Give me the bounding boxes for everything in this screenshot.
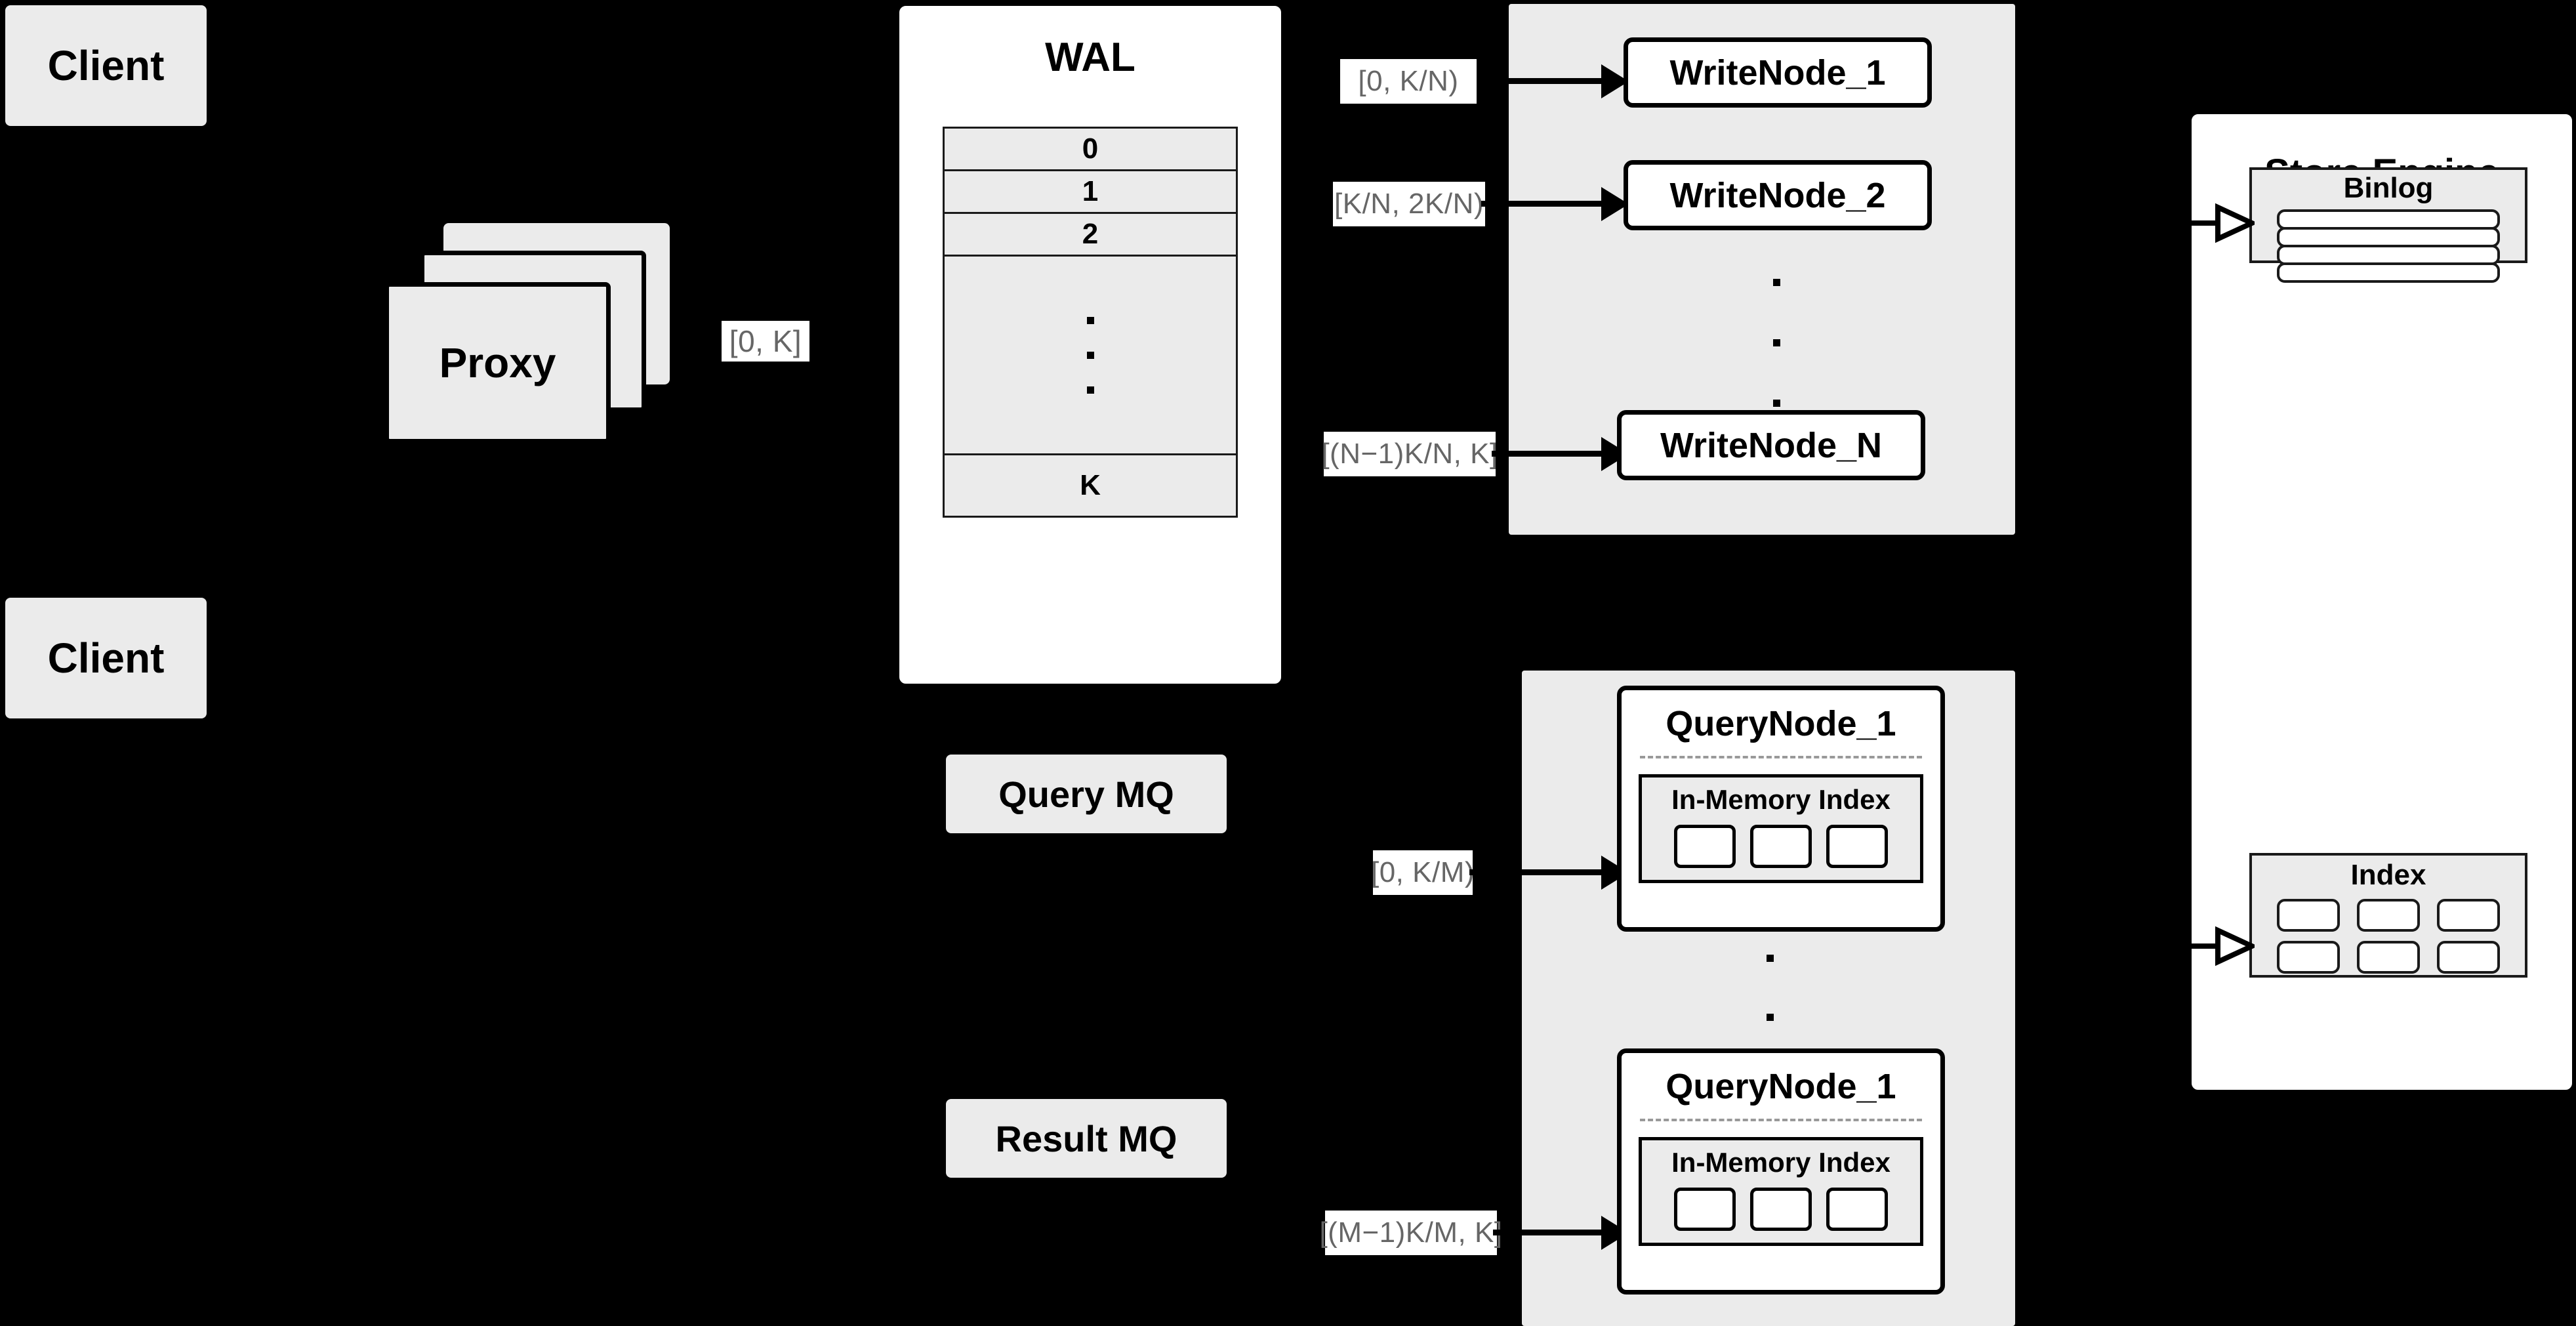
arrow-binlog-inflow (2189, 200, 2259, 246)
wal-entry-list: 0 1 2 K (943, 127, 1238, 518)
arrow-line-querynode-1 (1469, 869, 1607, 875)
hollow-arrow-icon (2189, 203, 2259, 243)
hollow-arrow-icon (2189, 926, 2259, 966)
wal-title: WAL (897, 34, 1284, 81)
index-cells (2277, 899, 2500, 974)
range-label-proxy-text: [0, K] (729, 324, 802, 358)
range-label-querynode-m-text: [(M−1)K/M, K] (1319, 1216, 1503, 1249)
query-ellipsis-dot-2 (1766, 1013, 1774, 1021)
query-node-1-separator (1640, 756, 1922, 758)
in-memory-index-1-cell-1 (1674, 825, 1736, 868)
query-node-m[interactable]: QueryNode_1 In-Memory Index (1617, 1048, 1945, 1295)
range-label-querynode-m: [(M−1)K/M, K] (1319, 1211, 1502, 1255)
query-node-1[interactable]: QueryNode_1 In-Memory Index (1617, 686, 1945, 932)
client-node-2[interactable]: Client (5, 598, 207, 718)
index-title: Index (2350, 859, 2426, 891)
proxy-label: Proxy (439, 339, 556, 386)
query-node-m-separator (1640, 1119, 1922, 1121)
proxy-node[interactable]: Proxy (384, 282, 611, 444)
query-node-1-label: QueryNode_1 (1666, 704, 1896, 743)
write-ellipsis-dot-3 (1772, 400, 1780, 407)
query-mq-label: Query MQ (998, 773, 1174, 815)
range-label-writenode-1: [0, K/N) (1340, 59, 1477, 104)
wal-entry-0: 0 (943, 127, 1238, 171)
range-label-writenode-2: [K/N, 2K/N) (1333, 182, 1485, 226)
wal-entry-k-label: K (1080, 469, 1101, 501)
write-node-n-label: WriteNode_N (1660, 425, 1883, 465)
write-node-2-label: WriteNode_2 (1669, 175, 1886, 215)
in-memory-index-1-title: In-Memory Index (1671, 784, 1891, 815)
write-node-2[interactable]: WriteNode_2 (1624, 160, 1932, 230)
in-memory-index-1-cells (1642, 825, 1920, 868)
range-label-proxy: [0, K] (722, 321, 809, 362)
in-memory-index-m: In-Memory Index (1639, 1137, 1923, 1246)
wal-entry-1: 1 (943, 169, 1238, 214)
binlog-group: Binlog (2249, 167, 2527, 283)
client-node-1[interactable]: Client (5, 5, 207, 126)
range-label-querynode-1-text: [0, K/M) (1370, 856, 1475, 888)
index-cell-r2c1 (2277, 941, 2340, 974)
write-node-1-label: WriteNode_1 (1669, 52, 1886, 93)
arrow-index-inflow (2189, 923, 2259, 969)
index-cell-r1c1 (2277, 899, 2340, 932)
wal-entry-k: K (943, 453, 1238, 518)
range-label-writenode-1-text: [0, K/N) (1358, 65, 1459, 97)
result-mq-node[interactable]: Result MQ (946, 1099, 1227, 1178)
wal-ellipsis-dot-1 (1086, 316, 1094, 324)
range-label-writenode-2-text: [K/N, 2K/N) (1334, 188, 1484, 220)
in-memory-index-1: In-Memory Index (1639, 774, 1923, 883)
binlog-title: Binlog (2343, 172, 2434, 204)
index-cell-r2c2 (2357, 941, 2420, 974)
binlog-rows (2277, 209, 2500, 283)
in-memory-index-m-title: In-Memory Index (1671, 1147, 1891, 1178)
range-label-writenode-n: [(N−1)K/N, K] (1321, 432, 1498, 476)
wal-entry-0-label: 0 (1082, 133, 1099, 165)
result-mq-label: Result MQ (995, 1117, 1177, 1159)
client-node-1-label: Client (47, 42, 165, 89)
in-memory-index-m-cells (1642, 1188, 1920, 1231)
write-cluster-ellipsis (1770, 279, 1783, 407)
wal-entry-2: 2 (943, 212, 1238, 257)
index-cell-r1c3 (2437, 899, 2500, 932)
range-label-querynode-1: [0, K/M) (1370, 850, 1475, 895)
range-label-writenode-n-text: [(N−1)K/N, K] (1321, 438, 1498, 470)
in-memory-index-m-cell-1 (1674, 1188, 1736, 1231)
query-mq-node[interactable]: Query MQ (946, 755, 1227, 833)
query-ellipsis-dot-1 (1766, 955, 1774, 962)
write-node-n[interactable]: WriteNode_N (1617, 410, 1925, 480)
arrow-line-querynode-m (1493, 1230, 1607, 1235)
index-cell-r1c2 (2357, 899, 2420, 932)
arrow-line-writenode-2 (1481, 201, 1606, 207)
client-node-2-label: Client (47, 634, 165, 682)
wal-ellipsis-dot-3 (1086, 386, 1094, 394)
write-node-1[interactable]: WriteNode_1 (1624, 37, 1932, 108)
index-group: Index (2249, 853, 2527, 978)
wal-ellipsis-dot-2 (1086, 351, 1094, 359)
arrow-line-writenode-n (1492, 451, 1606, 457)
in-memory-index-m-cell-3 (1826, 1188, 1888, 1231)
in-memory-index-1-cell-3 (1826, 825, 1888, 868)
query-node-m-label: QueryNode_1 (1666, 1067, 1896, 1106)
in-memory-index-m-cell-2 (1750, 1188, 1812, 1231)
wal-entry-1-label: 1 (1082, 175, 1099, 207)
index-cell-r2c3 (2437, 941, 2500, 974)
arrow-line-writenode-1 (1481, 78, 1606, 84)
binlog-row-4 (2277, 262, 2500, 283)
in-memory-index-1-cell-2 (1750, 825, 1812, 868)
write-ellipsis-dot-2 (1772, 339, 1780, 346)
wal-title-text: WAL (1045, 35, 1135, 80)
wal-entry-ellipsis (943, 255, 1238, 455)
write-ellipsis-dot-1 (1772, 279, 1780, 286)
wal-entry-2-label: 2 (1082, 218, 1099, 250)
